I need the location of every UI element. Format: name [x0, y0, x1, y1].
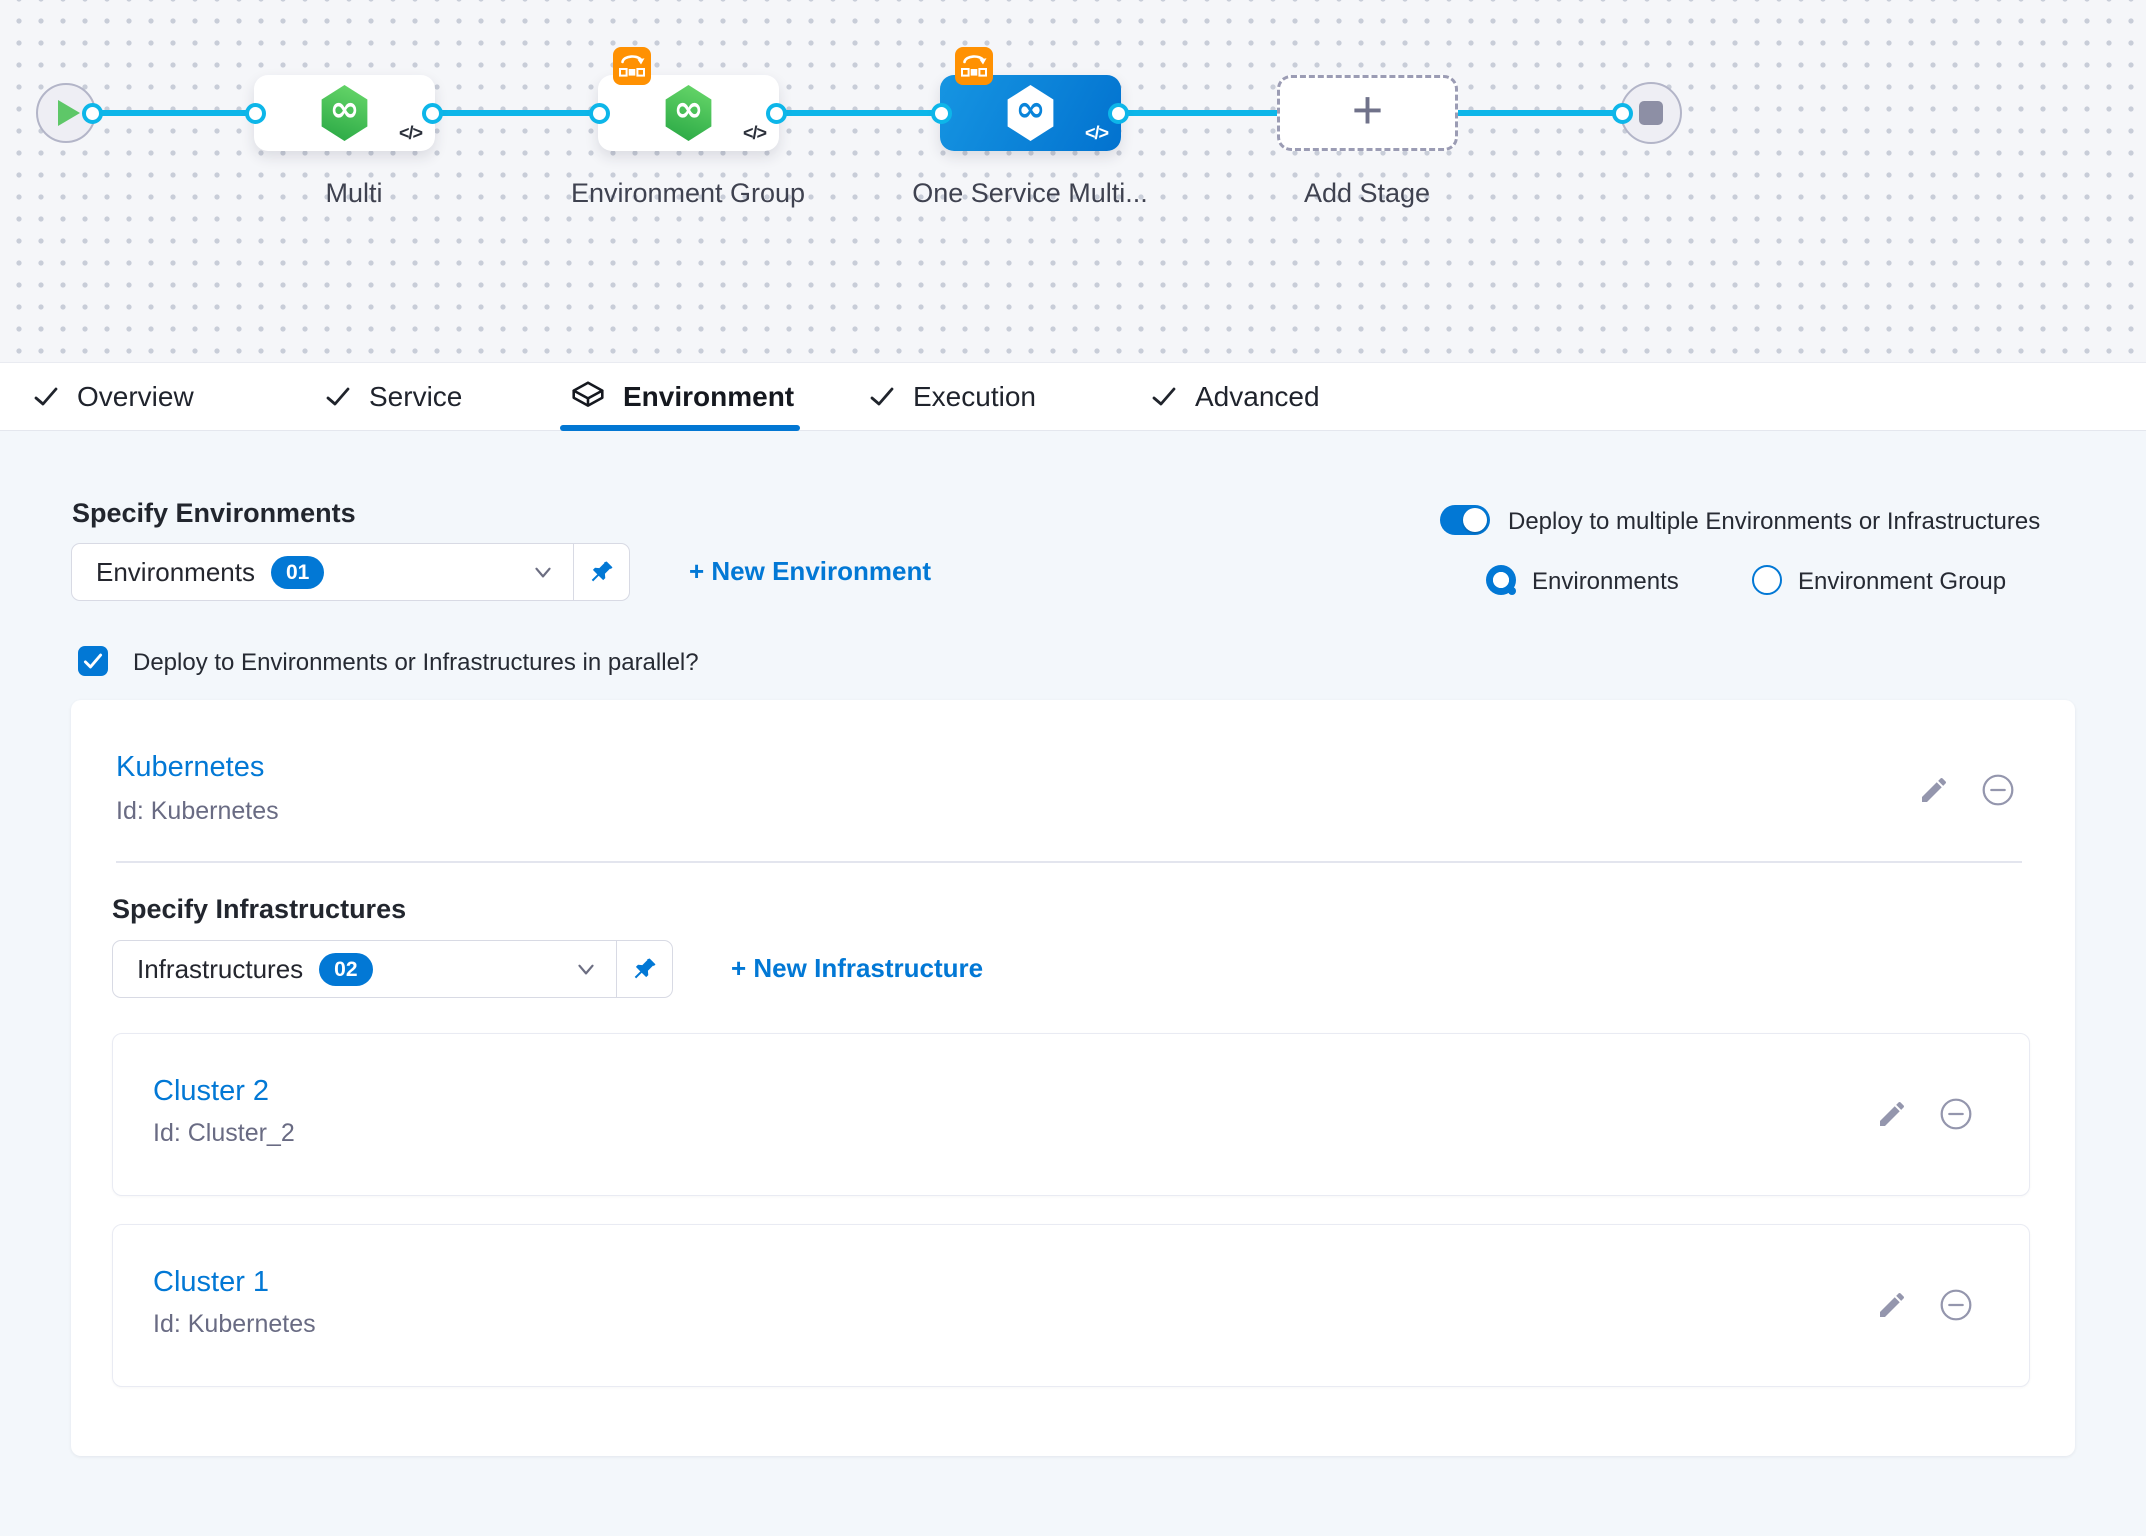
connector-point — [245, 103, 266, 124]
play-icon — [58, 100, 80, 126]
tab-label: Service — [369, 380, 463, 412]
edit-infrastructure-button[interactable] — [1876, 1098, 1908, 1130]
connector-point — [1108, 103, 1129, 124]
stage-node-one-service-multi[interactable]: ∞ </> — [940, 75, 1121, 151]
count-badge: 02 — [319, 952, 373, 986]
environment-layers-icon — [568, 377, 608, 417]
chevron-down-icon — [531, 560, 555, 584]
edit-environment-button[interactable] — [1918, 774, 1950, 806]
tab-label: Execution — [913, 380, 1036, 412]
radio-environment-group[interactable] — [1752, 565, 1782, 595]
rolling-deployment-badge-icon — [955, 47, 993, 85]
add-stage-button[interactable]: + — [1277, 75, 1458, 151]
pin-icon — [634, 958, 655, 979]
stage-tabbar: Overview Service Environment Execution — [0, 362, 2146, 431]
connector-point — [1612, 103, 1633, 124]
infrastructure-card — [112, 1033, 2030, 1196]
check-icon — [83, 653, 103, 669]
connector-point — [589, 103, 610, 124]
section-divider — [116, 861, 2022, 863]
tab-advanced[interactable]: Advanced — [1148, 363, 1320, 430]
infrastructure-title-link[interactable]: Cluster 1 — [153, 1266, 270, 1298]
tab-environment[interactable]: Environment — [568, 363, 794, 430]
environment-title-link[interactable]: Kubernetes — [116, 751, 265, 783]
edit-pencil-icon — [1880, 1101, 1905, 1126]
tab-execution[interactable]: Execution — [866, 363, 1036, 430]
infrastructure-id: Id: Cluster_2 — [153, 1119, 295, 1147]
infrastructure-title-link[interactable]: Cluster 2 — [153, 1075, 270, 1107]
remove-environment-button[interactable] — [1981, 773, 2015, 807]
deploy-multiple-toggle-label: Deploy to multiple Environments or Infra… — [1508, 508, 2041, 535]
cd-stage-hexagon-icon: ∞ — [321, 85, 368, 141]
infrastructures-dropdown[interactable]: Infrastructures 02 — [112, 940, 673, 998]
chevron-down-icon — [574, 957, 598, 981]
pin-icon — [591, 561, 612, 582]
connector-point — [931, 103, 952, 124]
toggle-knob — [1463, 508, 1487, 532]
tab-service[interactable]: Service — [322, 363, 462, 430]
check-icon — [1148, 384, 1180, 410]
pipeline-start-node[interactable] — [36, 83, 96, 143]
pin-button[interactable] — [573, 544, 629, 600]
environments-dropdown[interactable]: Environments 01 — [71, 543, 630, 601]
radio-environments[interactable] — [1486, 565, 1516, 595]
dropdown-value: Infrastructures — [137, 953, 304, 984]
remove-minus-icon — [1940, 1289, 1972, 1321]
tab-label: Overview — [77, 380, 194, 412]
active-tab-underline — [560, 425, 800, 431]
stage-label-multi: Multi — [325, 178, 383, 208]
edit-pencil-icon — [1922, 777, 1947, 802]
parallel-deploy-checkbox[interactable] — [78, 646, 108, 676]
edit-infrastructure-button[interactable] — [1876, 1289, 1908, 1321]
stage-node-environment-group[interactable]: ∞ </> — [598, 75, 779, 151]
yaml-code-icon: </> — [742, 123, 767, 143]
count-badge: 01 — [270, 555, 325, 589]
connector-point — [82, 103, 103, 124]
check-icon — [322, 384, 354, 410]
tab-label: Environment — [623, 380, 795, 412]
plus-icon: + — [1351, 80, 1384, 140]
rolling-deployment-badge-icon — [613, 47, 651, 85]
remove-minus-icon — [1982, 774, 2014, 806]
stage-label-environment-group: Environment Group — [570, 178, 806, 208]
remove-infrastructure-button[interactable] — [1939, 1288, 1973, 1322]
pipeline-connector-line — [777, 110, 942, 116]
yaml-code-icon: </> — [1084, 123, 1109, 143]
dropdown-value: Environments — [96, 556, 255, 587]
environment-id: Id: Kubernetes — [116, 797, 279, 825]
specify-environments-header: Specify Environments — [72, 498, 356, 528]
edit-pencil-icon — [1880, 1292, 1905, 1317]
cd-stage-hexagon-icon: ∞ — [1007, 85, 1054, 141]
new-environment-link[interactable]: + New Environment — [689, 556, 931, 586]
tab-label: Advanced — [1195, 380, 1320, 412]
remove-infrastructure-button[interactable] — [1939, 1097, 1973, 1131]
pipeline-canvas[interactable]: ∞ </> ∞ </> ∞ </> — [0, 0, 2146, 362]
infrastructure-id: Id: Kubernetes — [153, 1310, 316, 1338]
infrastructure-card — [112, 1224, 2030, 1387]
deploy-multiple-toggle[interactable] — [1440, 505, 1490, 535]
specify-infrastructures-header: Specify Infrastructures — [112, 894, 407, 924]
radio-environments-label[interactable]: Environments — [1532, 568, 1679, 595]
stop-icon — [1639, 101, 1663, 125]
check-icon — [30, 384, 62, 410]
remove-minus-icon — [1940, 1098, 1972, 1130]
connector-point — [766, 103, 787, 124]
stage-label-add-stage: Add Stage — [1303, 178, 1431, 208]
new-infrastructure-link[interactable]: + New Infrastructure — [731, 953, 984, 983]
connector-point — [422, 103, 443, 124]
parallel-deploy-checkbox-label: Deploy to Environments or Infrastructure… — [133, 649, 699, 676]
pipeline-connector-line — [93, 110, 256, 116]
stage-node-multi[interactable]: ∞ </> — [254, 75, 435, 151]
stage-label-one-service-multi: One Service Multi... — [912, 178, 1148, 208]
pipeline-connector-line — [433, 110, 600, 116]
pin-button[interactable] — [616, 941, 672, 997]
cd-stage-hexagon-icon: ∞ — [665, 85, 712, 141]
yaml-code-icon: </> — [398, 123, 423, 143]
tab-overview[interactable]: Overview — [30, 363, 194, 430]
check-icon — [866, 384, 898, 410]
radio-environment-group-label[interactable]: Environment Group — [1798, 568, 2007, 595]
